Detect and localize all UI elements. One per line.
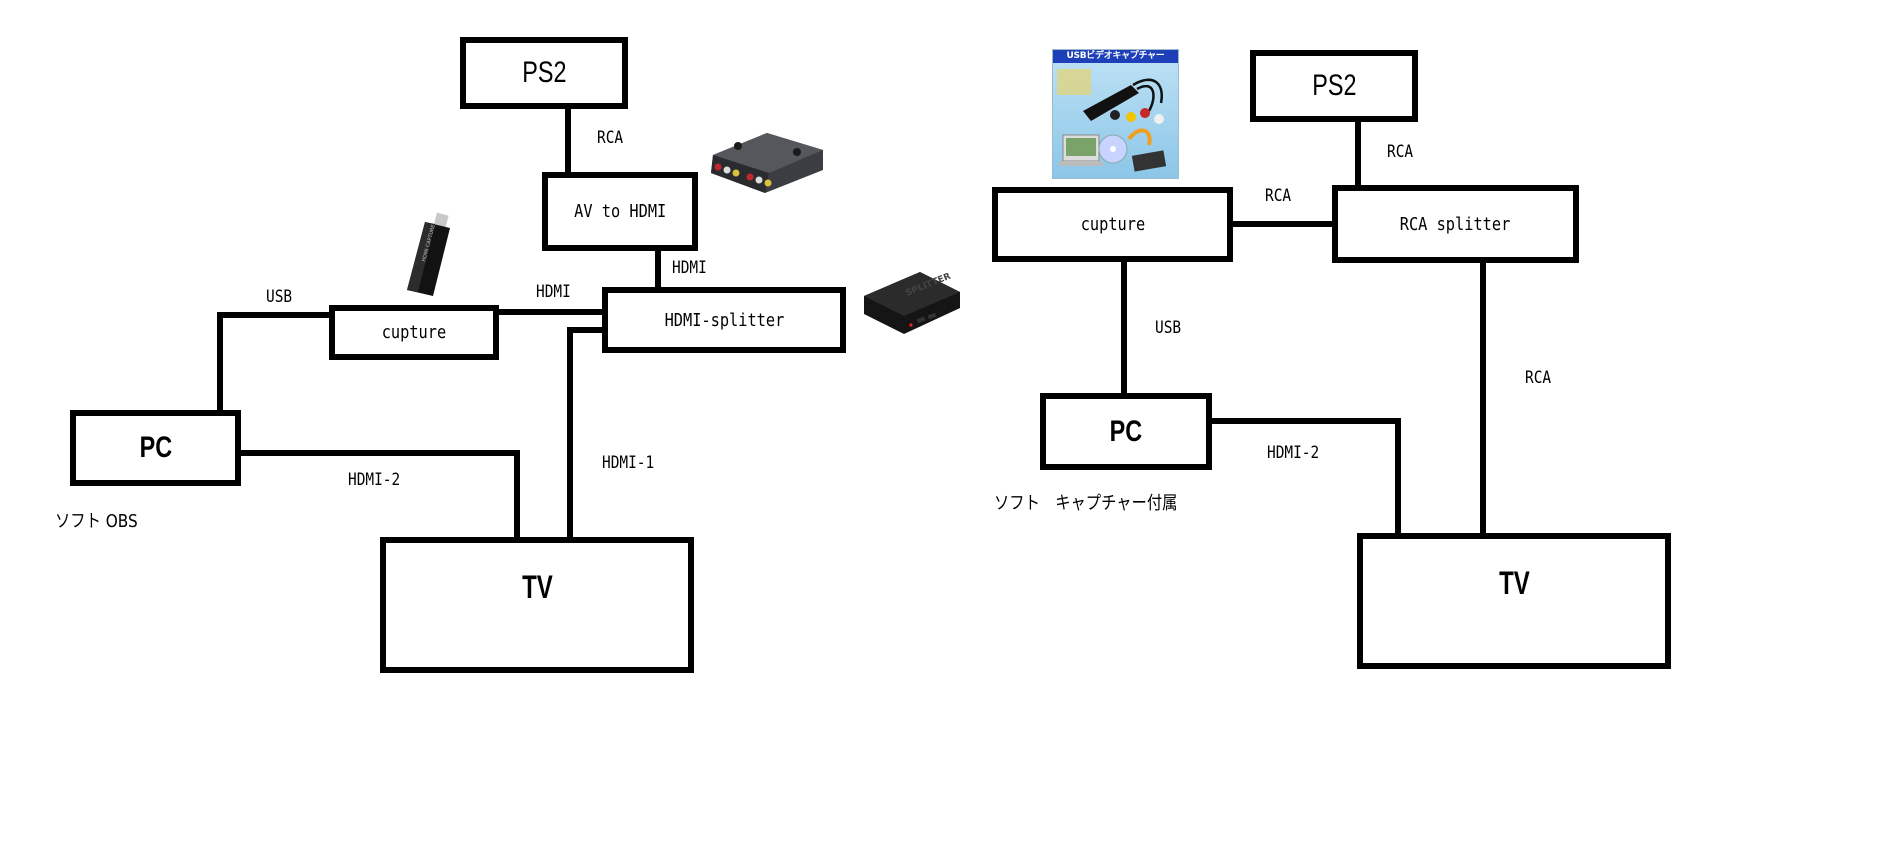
software-note: ソフト OBS — [55, 511, 138, 532]
capture-label: cupture — [1080, 214, 1145, 235]
rca-splitter-label: RCA splitter — [1400, 213, 1511, 235]
software-note: ソフト キャプチャー付属 — [994, 493, 1178, 514]
wire-label-hdmi: HDMI — [672, 258, 707, 278]
ps2-box: PS2 — [1250, 50, 1418, 122]
tv-label: TV — [521, 568, 553, 605]
capture-box: cupture — [992, 187, 1233, 262]
wire-label-hdmi-2: HDMI-2 — [348, 470, 401, 490]
wire-label-rca: RCA — [1265, 186, 1292, 206]
wire-label-hdmi-2: HDMI-2 — [1267, 443, 1320, 463]
av-to-hdmi-box: AV to HDMI — [542, 172, 698, 251]
ps2-box: PS2 — [460, 37, 628, 109]
wire-splitter-to-tv — [567, 327, 605, 540]
hdmi-splitter-label: HDMI-splitter — [664, 309, 784, 331]
wire-pc-to-tv — [237, 450, 520, 540]
usb-hdmi-capture-stick-photo: HDMI CAPTURE — [407, 212, 450, 296]
rca-splitter-box: RCA splitter — [1332, 185, 1579, 263]
wire-label-usb: USB — [1155, 318, 1182, 338]
hdmi-splitter-box: HDMI-splitter — [602, 287, 846, 353]
pc-label: PC — [1109, 414, 1143, 448]
ps2-label: PS2 — [1311, 69, 1357, 102]
tv-box: TV — [380, 537, 694, 673]
tv-label: TV — [1498, 564, 1530, 601]
av-to-hdmi-converter-photo — [711, 133, 823, 193]
wire-label-rca: RCA — [1387, 142, 1414, 162]
wire-pc-to-tv — [1208, 418, 1401, 536]
capture-device-illustration — [1057, 69, 1167, 172]
capture-label: cupture — [381, 322, 447, 343]
wire-capture-to-pc — [217, 312, 332, 413]
hdmi-splitter-photo: SPLITTER — [864, 272, 960, 334]
package-title: USBビデオキャプチャー — [1053, 50, 1178, 63]
wire-label-rca: RCA — [597, 128, 624, 148]
av-to-hdmi-label: AV to HDMI — [573, 201, 667, 222]
wire-label-usb: USB — [266, 287, 293, 307]
pc-label: PC — [139, 431, 172, 464]
capture-box: cupture — [329, 305, 499, 360]
ps2-label: PS2 — [521, 56, 567, 89]
pc-box: PC — [70, 410, 241, 486]
tv-box: TV — [1357, 533, 1671, 669]
usb-video-capture-package-photo: USBビデオキャプチャー — [1052, 49, 1179, 179]
wire-label-rca: RCA — [1525, 368, 1552, 388]
wire-label-hdmi: HDMI — [536, 282, 571, 302]
wire-label-hdmi-1: HDMI-1 — [602, 453, 655, 473]
pc-box: PC — [1040, 393, 1212, 470]
